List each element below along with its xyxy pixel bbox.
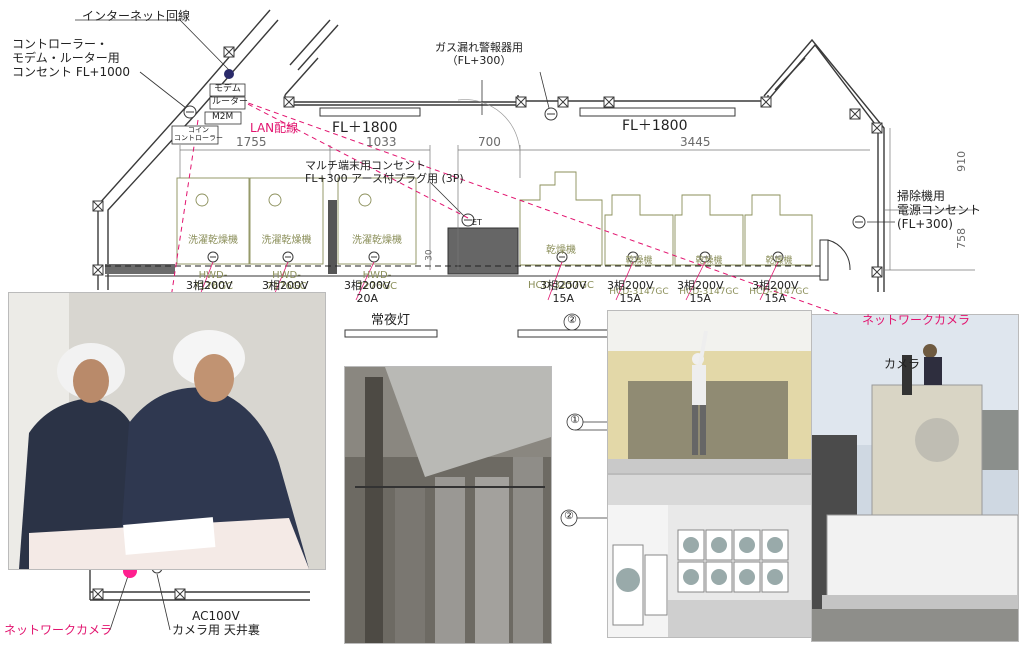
multi-outlet-label: マルチ端末用コンセント FL+300 アース付プラグ用 (3P) <box>305 159 464 185</box>
photo-machine-delivery-truck <box>811 314 1019 642</box>
modem-label: モデム <box>214 84 241 94</box>
door <box>819 239 851 281</box>
photo-ceiling-installation <box>607 310 812 474</box>
machine-3: 洗濯乾燥機 HWD- 7276GC <box>338 212 416 304</box>
controller-outlet-label: コントローラー・ モデム・ルーター用 コンセント FL+1000 <box>12 37 130 79</box>
internet-entry-point <box>224 69 234 79</box>
grid-marker-2-mid: ② <box>567 313 577 326</box>
gas-alarm-label: ガス漏れ警報器用 （FL+300） <box>435 41 523 67</box>
equipment-boxes <box>171 83 246 145</box>
camera-power-label: AC100V カメラ用 天井裏 <box>172 609 260 637</box>
machine-platform <box>105 200 820 277</box>
machine-model: HCD-3147GC <box>679 286 739 297</box>
dimension-910: 910 <box>955 150 969 172</box>
dimension-30: 30 <box>424 249 435 261</box>
dimension-758: 758 <box>955 227 969 249</box>
grid-marker-2-low: ② <box>564 509 574 522</box>
fl1800-left-label: FL＋1800 <box>332 120 398 136</box>
dimension-3445: 3445 <box>680 135 711 149</box>
power-spec-7: 3相200V 15A <box>752 279 799 305</box>
dimension-700: 700 <box>478 135 501 149</box>
photo-ceiling-ducts <box>344 366 552 644</box>
grid-marker-1: ① <box>570 413 580 426</box>
machine-type: 洗濯乾燥機 <box>352 235 402 246</box>
machine-type: 乾燥機 <box>625 255 653 266</box>
coin-controller-label: コイン コントローラー <box>174 126 223 143</box>
machine-type: 乾燥機 <box>546 245 576 256</box>
internet-line-label: インターネット回線 <box>82 9 191 23</box>
machine-type: 洗濯乾燥機 <box>261 235 312 246</box>
network-camera-bottom-label: ネットワークカメラ <box>4 623 113 637</box>
machine-7: 乾燥機 HCD-3147GC <box>743 235 815 307</box>
lan-wiring-label: LAN配線 <box>250 121 299 135</box>
machine-6: 乾燥機 HCD-3147GC <box>673 235 745 307</box>
network-camera-right-label: ネットワークカメラ <box>862 313 971 327</box>
power-spec-4: 3相200V 15A <box>540 279 587 305</box>
machine-model: HWD- 7176GC <box>192 269 234 293</box>
machine-type: 乾燥機 <box>695 255 723 266</box>
power-spec-5: 3相200V 15A <box>607 279 654 305</box>
leader-lines <box>75 19 895 631</box>
column-markers <box>92 46 883 600</box>
router-label: ルーター <box>212 97 249 107</box>
power-spec-6: 3相200V 15A <box>677 279 724 305</box>
machine-type: 洗濯乾燥機 <box>188 235 238 246</box>
machine-1: 洗濯乾燥機 HWD- 7176GC <box>177 212 249 304</box>
power-spec-3: 3相200V 20A <box>344 279 391 305</box>
night-light-label: 常夜灯 <box>371 313 411 328</box>
outlet-symbols <box>151 105 866 574</box>
et-label: ET <box>472 218 482 227</box>
machine-type: 乾燥機 <box>765 255 793 266</box>
dimension-1033: 1033 <box>366 135 397 149</box>
photo-laundromat-interior <box>607 474 812 638</box>
cleaner-outlet-label: 掃除機用 電源コンセント (FL+300) <box>897 189 982 231</box>
machine-2: 洗濯乾燥機 HWD- 7176GC <box>250 212 323 304</box>
machine-5: 乾燥機 HCD-3147GC <box>603 235 675 307</box>
machine-model: HCD-3147GC <box>609 286 669 297</box>
machine-model: HCD-3147GC <box>749 286 809 297</box>
machine-model: HCD-3257GC <box>528 279 594 291</box>
machine-outlines <box>176 171 813 266</box>
machine-4: 乾燥機 HCD-3257GC <box>520 222 602 303</box>
camera-partial-label: カメラ <box>884 357 921 371</box>
machine-model: HWD- 7176GC <box>266 269 307 293</box>
machine-model: HWD- 7276GC <box>356 269 398 293</box>
dimension-lines <box>179 99 975 271</box>
fl1800-right-label: FL＋1800 <box>622 118 688 134</box>
dimension-1755: 1755 <box>236 135 267 149</box>
photo-workers-reviewing-plans <box>8 292 326 570</box>
m2m-label: M2M <box>212 112 234 122</box>
